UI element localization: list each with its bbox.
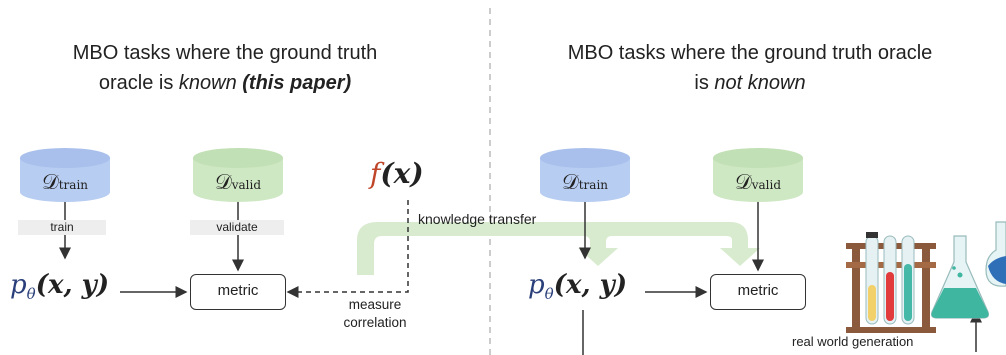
right-heading-line1: MBO tasks where the ground truth oracle <box>567 42 933 64</box>
knowledge-transfer-arrow <box>357 222 760 275</box>
right-dvalid-symbol: 𝒟 <box>734 170 752 194</box>
right-train-cylinder <box>540 148 630 202</box>
oracle-args: (x) <box>380 157 424 190</box>
left-model-p: p <box>10 270 27 300</box>
oracle-f: f <box>370 157 381 190</box>
knowledge-transfer-label: knowledge transfer <box>418 211 537 227</box>
right-heading-line2: is not known <box>500 68 1000 98</box>
left-model-label: pθ(x, y) <box>10 270 109 303</box>
left-dtrain-sub: train <box>58 178 89 192</box>
test-tube-rack-icon <box>846 232 936 333</box>
left-valid-cylinder <box>193 148 283 202</box>
left-dvalid-sub: valid <box>231 178 262 192</box>
right-model-theta: θ <box>544 285 554 304</box>
left-heading-prefix: oracle is <box>98 72 179 94</box>
right-valid-cylinder <box>713 148 803 202</box>
right-model-args: (x, y) <box>553 270 628 300</box>
left-dvalid-label: 𝒟valid <box>193 170 283 195</box>
left-heading-paper: (this paper) <box>242 72 352 94</box>
right-heading-prefix: is <box>694 72 715 94</box>
real-world-generation-label: real world generation <box>792 334 914 349</box>
measure-correlation-arrow <box>286 200 409 298</box>
measure-correlation-label: measure correlation <box>320 296 430 332</box>
left-heading-line1: MBO tasks where the ground truth <box>72 42 378 64</box>
left-model-args: (x, y) <box>35 270 110 300</box>
left-train-cylinder <box>20 148 110 202</box>
right-dvalid-label: 𝒟valid <box>713 170 803 195</box>
validate-tag: validate <box>190 220 284 235</box>
oracle-label: f(x) <box>370 157 424 190</box>
correlation-label: correlation <box>343 315 407 330</box>
right-dvalid-sub: valid <box>751 178 782 192</box>
round-flask-icon <box>985 221 1006 287</box>
measure-label: measure <box>348 297 402 312</box>
right-dtrain-label: 𝒟train <box>540 170 630 195</box>
right-dtrain-sub: train <box>578 178 609 192</box>
right-heading: MBO tasks where the ground truth oracle … <box>500 38 1000 98</box>
left-heading-known: known <box>178 72 237 94</box>
left-heading-line2: oracle is known (this paper) <box>10 68 440 98</box>
right-heading-not-known: not known <box>714 72 806 94</box>
right-model-label: pθ(x, y) <box>528 270 627 303</box>
left-metric-box: metric <box>190 274 286 310</box>
left-heading: MBO tasks where the ground truth oracle … <box>10 38 440 98</box>
right-dtrain-symbol: 𝒟 <box>561 170 579 194</box>
left-dtrain-symbol: 𝒟 <box>41 170 59 194</box>
left-dvalid-symbol: 𝒟 <box>214 170 232 194</box>
flask-icon <box>930 235 990 319</box>
left-model-theta: θ <box>26 285 36 304</box>
right-metric-box: metric <box>710 274 806 310</box>
right-model-p: p <box>528 270 545 300</box>
train-tag: train <box>18 220 106 235</box>
left-dtrain-label: 𝒟train <box>20 170 110 195</box>
